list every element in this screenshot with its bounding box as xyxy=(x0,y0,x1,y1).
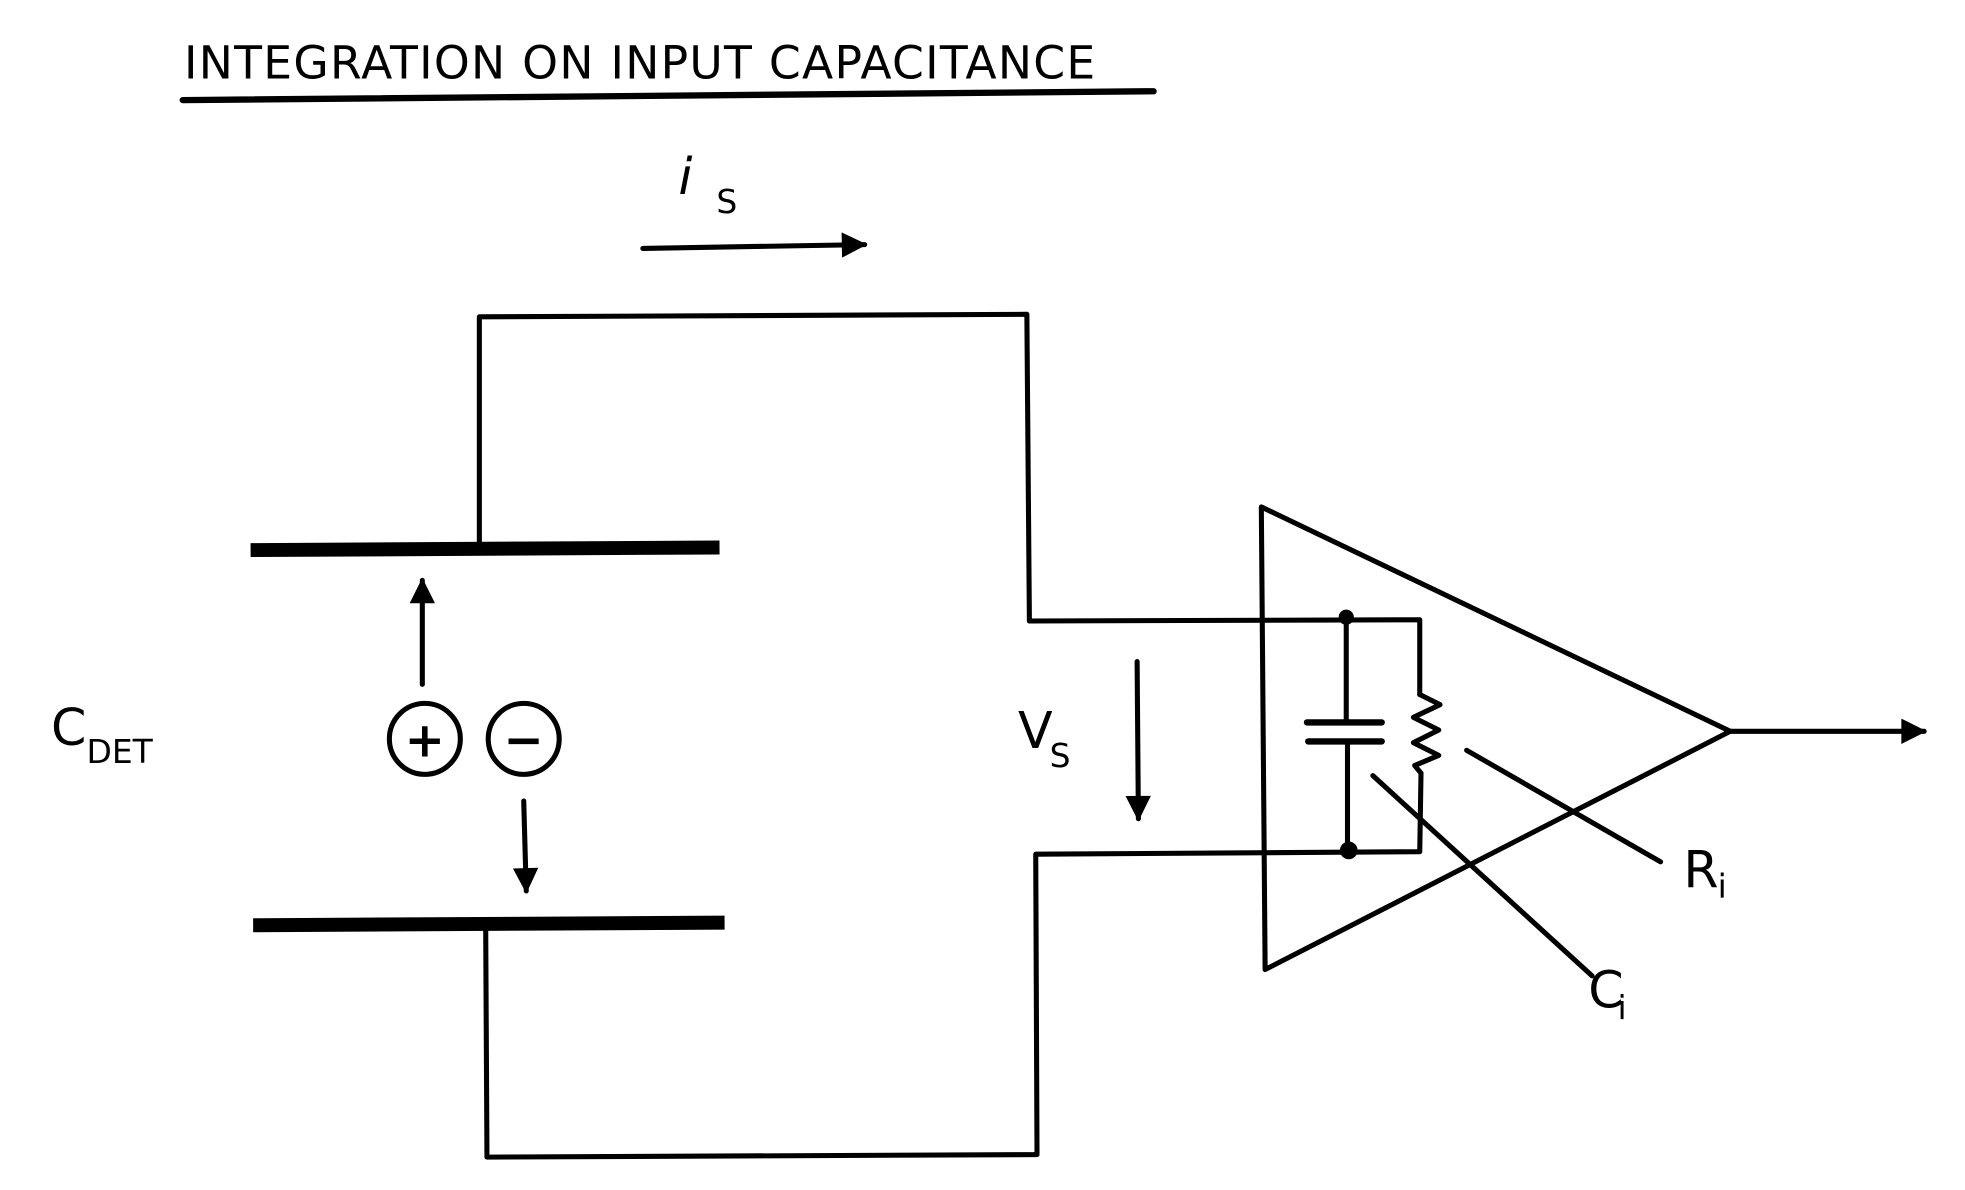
current-label-main: i xyxy=(678,147,692,206)
bottom-junction-dot xyxy=(1339,841,1358,860)
title-underline xyxy=(179,88,1157,104)
negative-charge-icon: − xyxy=(485,700,562,777)
ri-sub: i xyxy=(1718,866,1727,905)
negative-charge-symbol: − xyxy=(504,713,544,769)
electron-drift-arrow-icon xyxy=(512,798,539,894)
current-label-sub: S xyxy=(716,182,737,221)
positive-charge-icon: + xyxy=(386,700,463,777)
diagram-title: INTEGRATION ON INPUT CAPACITANCE xyxy=(184,37,1096,90)
amplifier-triangle-icon xyxy=(1258,504,1733,973)
input-resistance-label: R i xyxy=(1683,840,1726,905)
detector-top-plate xyxy=(250,540,720,558)
input-capacitance-label: C i xyxy=(1588,961,1626,1027)
top-signal-wire xyxy=(476,311,1423,698)
input-capacitor-icon xyxy=(1303,615,1385,852)
top-junction-dot xyxy=(1338,609,1354,625)
voltage-direction-arrow-icon xyxy=(1125,659,1151,822)
ci-leader-line xyxy=(1370,773,1595,979)
vs-sub: S xyxy=(1050,736,1071,775)
ri-leader-line xyxy=(1464,747,1664,865)
signal-voltage-label: V S xyxy=(1018,701,1071,775)
detector-capacitance-label: C DET xyxy=(51,698,154,771)
input-resistor-icon xyxy=(1410,691,1443,776)
detector-bottom-plate xyxy=(253,915,725,933)
bottom-signal-wire xyxy=(483,770,1424,1160)
current-label: i S xyxy=(678,147,737,221)
ci-main: C xyxy=(1588,961,1623,1020)
ri-main: R xyxy=(1683,840,1718,899)
vs-main: V xyxy=(1018,701,1053,760)
positive-charge-symbol: + xyxy=(405,713,445,769)
ci-sub: i xyxy=(1617,988,1626,1027)
cdet-sub: DET xyxy=(86,732,153,771)
current-direction-arrow-icon xyxy=(640,232,868,258)
cdet-main: C xyxy=(51,698,86,757)
